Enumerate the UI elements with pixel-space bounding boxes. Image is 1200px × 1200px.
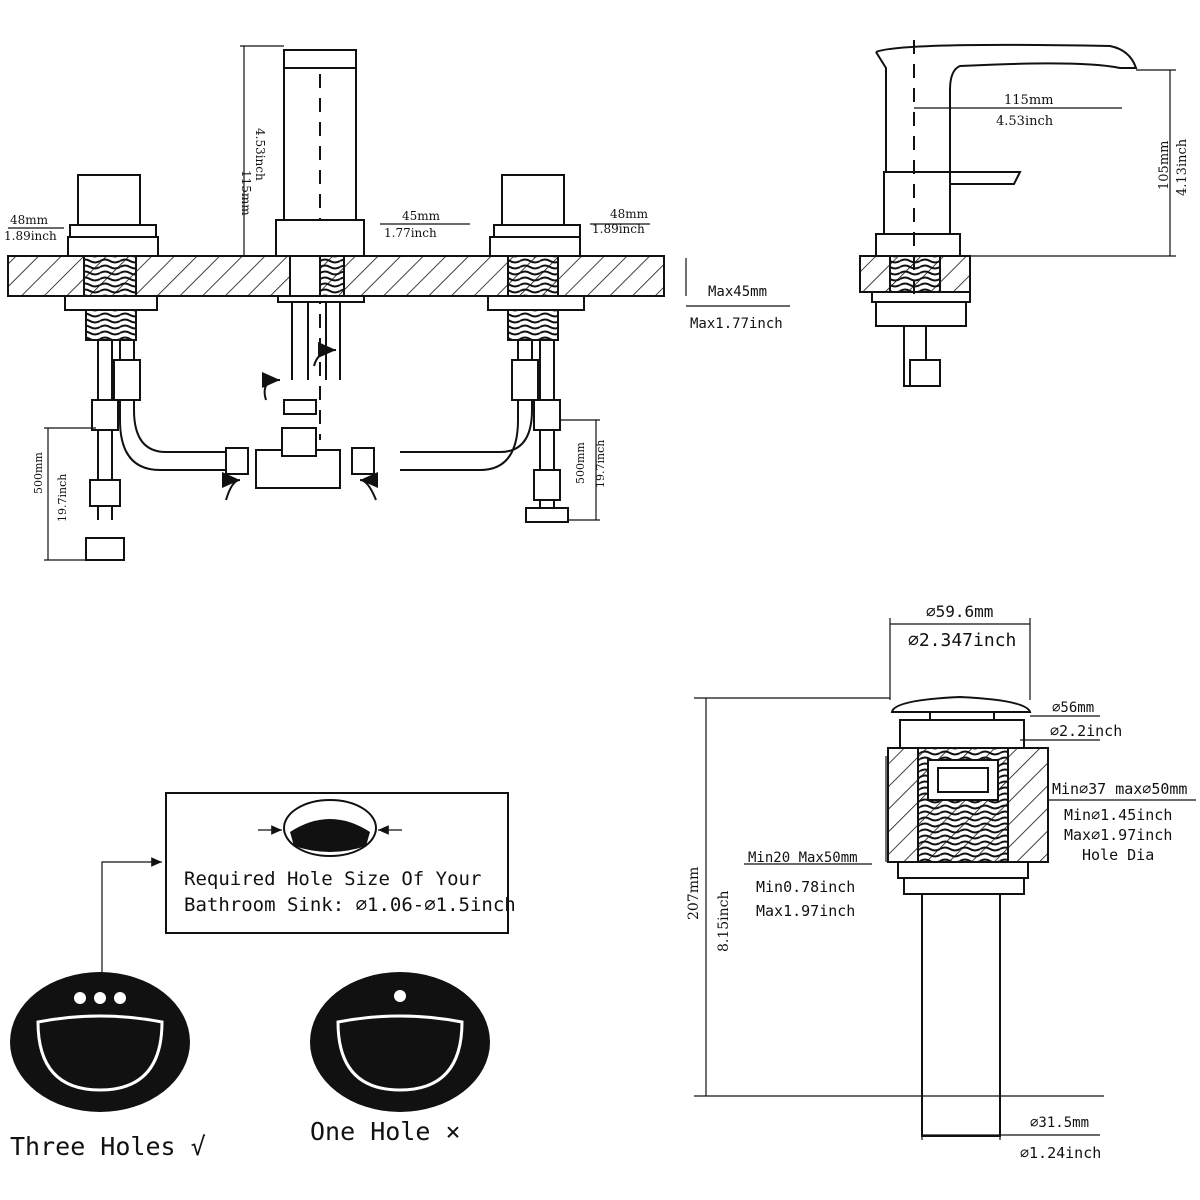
one-hole-sink: One Hole ×	[310, 972, 490, 1146]
thickness-min-in: Min0.78inch	[756, 878, 855, 896]
side-view-drawing: 115mm 4.53inch 105mm 4.13inch	[859, 40, 1190, 387]
hole-diameter-min-in: Min⌀1.45inch	[1064, 806, 1172, 824]
hose-left-mm: 500mm	[32, 452, 45, 494]
three-holes-sink: Three Holes √	[10, 972, 206, 1161]
thickness-max-in: Max1.97inch	[756, 902, 855, 920]
deck-max-in: Max1.77inch	[690, 316, 783, 332]
side-lever	[950, 171, 1022, 185]
tail-diameter-mm: ⌀31.5mm	[1030, 1115, 1089, 1131]
drain-tailpiece	[921, 893, 1001, 1137]
drain-cap	[890, 695, 1032, 713]
faucet-hole-icon	[74, 992, 86, 1004]
widespread-faucet-drawing: 48mm 1.89inch 115mm 4.53inch 45mm 1.77in…	[4, 45, 790, 561]
side-reach-in: 4.53inch	[996, 114, 1054, 129]
one-hole-label: One Hole ×	[310, 1117, 461, 1146]
left-handle	[77, 174, 141, 226]
side-height-mm: 105mm	[1157, 141, 1172, 190]
hole-diameter-mm: Min⌀37 max⌀50mm	[1052, 780, 1187, 798]
spout-height-mm: 115mm	[239, 170, 253, 216]
tail-diameter-in: ⌀1.24inch	[1020, 1144, 1101, 1162]
hole-info-line2: Bathroom Sink: ⌀1.06-⌀1.5inch	[184, 894, 516, 916]
spout-height-in: 4.53inch	[253, 128, 267, 181]
left-hose-nut	[85, 537, 125, 561]
hose-right-in: 19.7inch	[594, 440, 607, 488]
hole-size-callout: Required Hole Size Of Your Bathroom Sink…	[101, 792, 516, 982]
left-handle-width-mm: 48mm	[10, 213, 49, 227]
cap-diameter-mm: ⌀59.6mm	[926, 602, 993, 621]
hole-info-line1: Required Hole Size Of Your	[184, 868, 481, 890]
right-handle-width-mm: 48mm	[610, 207, 649, 221]
three-holes-label: Three Holes √	[10, 1132, 206, 1161]
thickness-mm: Min20 Max50mm	[748, 850, 858, 866]
hose-right-mm: 500mm	[574, 442, 587, 484]
right-handle-width-in: 1.89inch	[592, 222, 645, 236]
total-height-in: 8.15inch	[716, 890, 732, 952]
side-height-in: 4.13inch	[1175, 138, 1190, 196]
side-reach-mm: 115mm	[1004, 93, 1053, 108]
spout-width-mm: 45mm	[402, 209, 441, 223]
right-hose-nut	[525, 507, 569, 523]
hose-left-in: 19.7inch	[56, 474, 69, 522]
spout-width-in: 1.77inch	[384, 226, 437, 240]
spout-profile	[875, 43, 1138, 172]
cap-diameter-in: ⌀2.347inch	[908, 630, 1016, 651]
hole-diameter-max-in: Max⌀1.97inch	[1064, 826, 1172, 844]
ring-diameter-mm: ⌀56mm	[1052, 700, 1094, 716]
left-handle-width-in: 1.89inch	[4, 229, 57, 243]
hole-diameter-label: Hole Dia	[1082, 846, 1154, 864]
ring-diameter-in: ⌀2.2inch	[1050, 722, 1122, 740]
pop-up-drain-drawing: ⌀59.6mm ⌀2.347inch ⌀56mm ⌀2.2inch Min⌀37…	[686, 602, 1196, 1162]
total-height-mm: 207mm	[686, 867, 702, 920]
deck-max-mm: Max45mm	[708, 284, 767, 300]
right-handle	[501, 174, 565, 226]
